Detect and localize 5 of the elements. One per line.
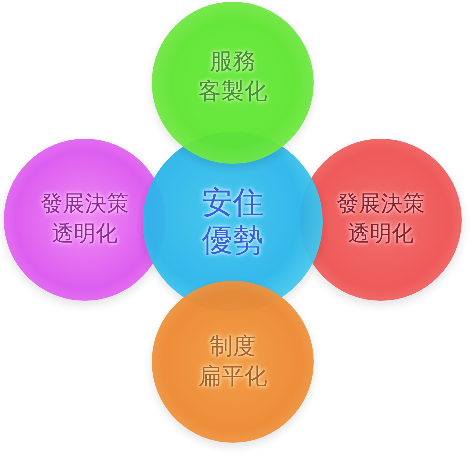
bubble-label: 發展決策透明化 [337,191,425,249]
bubble-label: 服務客製化 [198,48,268,107]
bubble-label: 發展決策透明化 [41,191,129,249]
bubble-label: 安住優勢 [202,184,264,260]
bubble-label: 制度扁平化 [198,333,268,392]
